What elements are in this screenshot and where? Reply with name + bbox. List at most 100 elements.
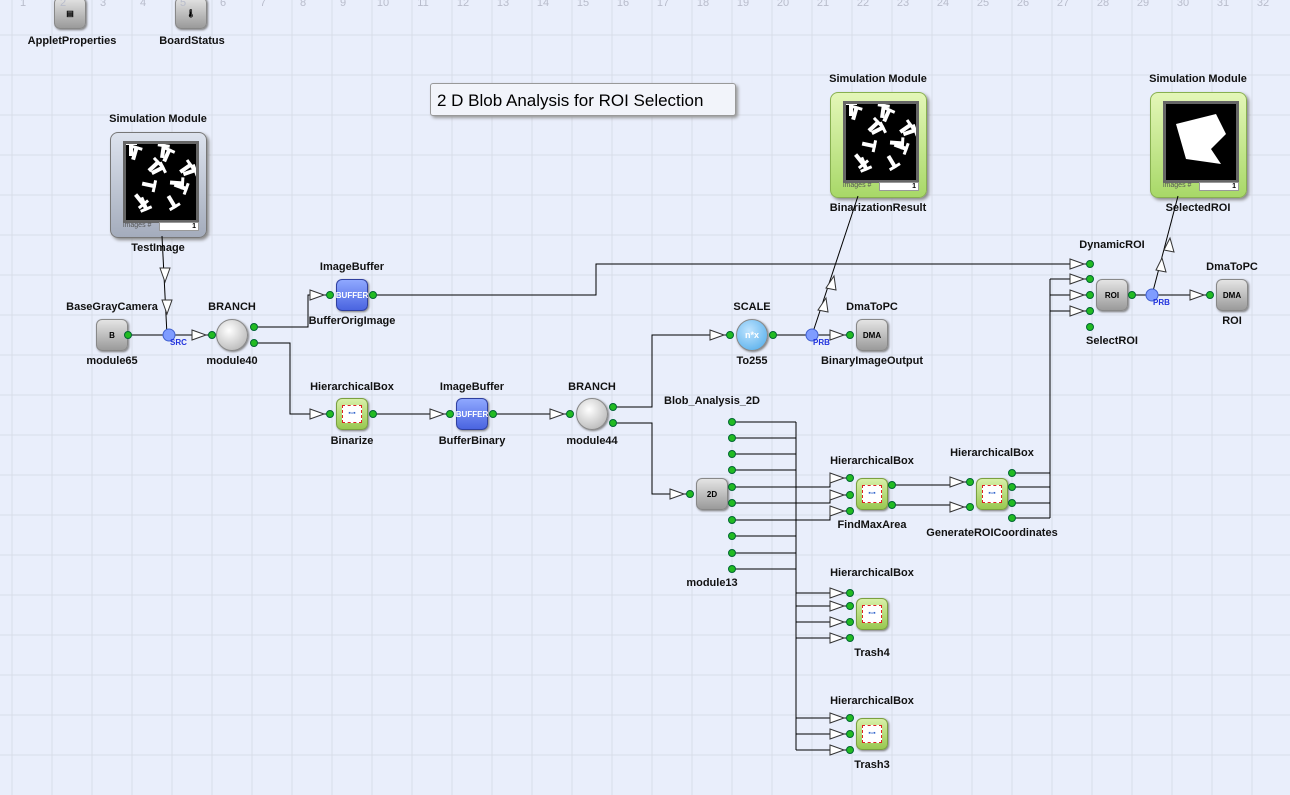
- column-number: 17: [656, 0, 670, 9]
- basegraycamera-module-icon[interactable]: B: [96, 319, 128, 351]
- column-number: 3: [99, 0, 107, 9]
- column-number: 23: [896, 0, 910, 9]
- count-label: images #: [123, 222, 152, 229]
- sim-module-header: Simulation Module: [1149, 73, 1247, 85]
- column-number: 16: [616, 0, 630, 9]
- sim-module-name: BinarizationResult: [829, 202, 927, 214]
- module-type-label: HierarchicalBox: [830, 567, 914, 579]
- module-type-label: ImageBuffer: [439, 381, 505, 393]
- scale-module-icon[interactable]: n*x: [736, 319, 768, 351]
- column-number: 4: [139, 0, 147, 9]
- column-number: 13: [496, 0, 510, 9]
- module-type-label: BRANCH: [568, 381, 616, 393]
- module-type-label: HierarchicalBox: [950, 447, 1034, 459]
- column-number: 10: [376, 0, 390, 9]
- hierarchicalbox-module-icon[interactable]: ▪-▪: [856, 478, 888, 510]
- module-type-label: ImageBuffer: [319, 261, 385, 273]
- module-type-label: DynamicROI: [1079, 239, 1145, 251]
- hierarchicalbox-module-icon[interactable]: ▪-▪: [856, 718, 888, 750]
- diagram-title[interactable]: 2 D Blob Analysis for ROI Selection: [430, 83, 736, 116]
- column-number: 29: [1136, 0, 1150, 9]
- column-number: 7: [259, 0, 267, 9]
- branch-module-icon[interactable]: [576, 398, 608, 430]
- preview-image: [843, 101, 919, 183]
- image-count: 1: [1199, 182, 1239, 191]
- simulation-module[interactable]: images # 1: [110, 132, 207, 238]
- preview-image: [123, 141, 199, 223]
- module-type-label: Blob_Analysis_2D: [664, 395, 760, 407]
- sim-module-header: Simulation Module: [109, 113, 207, 125]
- imagebuffer-module-icon[interactable]: BUFFER: [456, 398, 488, 430]
- simulation-module[interactable]: images # 1: [830, 92, 927, 198]
- column-number: 20: [776, 0, 790, 9]
- module-name-label: FindMaxArea: [837, 519, 907, 531]
- column-number: 9: [339, 0, 347, 9]
- sim-module-header: Simulation Module: [829, 73, 927, 85]
- sim-module-name: SelectedROI: [1165, 202, 1231, 214]
- module-type-label: DmaToPC: [846, 301, 898, 313]
- imagebuffer-module-icon[interactable]: BUFFER: [336, 279, 368, 311]
- branch-module-icon[interactable]: [216, 319, 248, 351]
- column-number: 31: [1216, 0, 1230, 9]
- column-number: 27: [1056, 0, 1070, 9]
- module-name-label: module44: [566, 435, 618, 447]
- module-type-label: BRANCH: [208, 301, 256, 313]
- module-name-label: BufferBinary: [438, 435, 506, 447]
- module-type-label: SCALE: [733, 301, 771, 313]
- dmatopc-module-icon[interactable]: DMA: [856, 319, 888, 351]
- module-name-label: module65: [86, 355, 138, 367]
- applet-properties-icon[interactable]: ▤: [54, 0, 86, 29]
- column-number: 2: [59, 0, 67, 9]
- module-name-label: GenerateROICoordinates: [926, 527, 1058, 539]
- column-number: 6: [219, 0, 227, 9]
- column-number: 24: [936, 0, 950, 9]
- module-name-label: SelectROI: [1086, 335, 1138, 347]
- tool-label: AppletProperties: [27, 35, 117, 47]
- module-name-label: Binarize: [330, 435, 374, 447]
- module-name-label: ROI: [1222, 315, 1242, 327]
- hierarchicalbox-module-icon[interactable]: ▪-▪: [856, 598, 888, 630]
- column-number: 18: [696, 0, 710, 9]
- column-number: 12: [456, 0, 470, 9]
- module-name-label: module13: [686, 577, 738, 589]
- module-type-label: HierarchicalBox: [830, 455, 914, 467]
- column-number: 15: [576, 0, 590, 9]
- column-number: 1: [19, 0, 27, 9]
- module-name-label: Trash4: [854, 647, 890, 659]
- simulation-module[interactable]: images # 1: [1150, 92, 1247, 198]
- image-count: 1: [879, 182, 919, 191]
- module-type-label: HierarchicalBox: [310, 381, 394, 393]
- column-number: 19: [736, 0, 750, 9]
- count-label: images #: [1163, 182, 1192, 189]
- column-number: 28: [1096, 0, 1110, 9]
- module-name-label: To255: [736, 355, 768, 367]
- dmatopc-module-icon[interactable]: DMA: [1216, 279, 1248, 311]
- module-type-label: BaseGrayCamera: [66, 301, 158, 313]
- count-label: images #: [843, 182, 872, 189]
- tool-label: BoardStatus: [159, 35, 225, 47]
- column-number: 25: [976, 0, 990, 9]
- column-number: 14: [536, 0, 550, 9]
- module-name-label: Trash3: [854, 759, 890, 771]
- module-name-label: BinaryImageOutput: [820, 355, 924, 367]
- module-type-label: DmaToPC: [1206, 261, 1258, 273]
- column-number: 32: [1256, 0, 1270, 9]
- blob-analysis-2d-module-icon[interactable]: 2D: [696, 478, 728, 510]
- column-number: 11: [417, 0, 429, 9]
- hierarchicalbox-module-icon[interactable]: ▪-▪: [976, 478, 1008, 510]
- column-number: 21: [816, 0, 830, 9]
- sim-module-name: TestImage: [131, 242, 185, 254]
- preview-image: [1163, 101, 1239, 183]
- column-number: 22: [856, 0, 870, 9]
- board-status-icon[interactable]: 🌡: [175, 0, 207, 29]
- module-name-label: BufferOrigImage: [308, 315, 396, 327]
- module-type-label: HierarchicalBox: [830, 695, 914, 707]
- column-number: 30: [1176, 0, 1190, 9]
- column-number: 8: [299, 0, 307, 9]
- module-name-label: module40: [206, 355, 258, 367]
- hierarchicalbox-module-icon[interactable]: ▪-▪: [336, 398, 368, 430]
- column-number: 26: [1016, 0, 1030, 9]
- image-count: 1: [159, 222, 199, 231]
- dynamicroi-module-icon[interactable]: ROI: [1096, 279, 1128, 311]
